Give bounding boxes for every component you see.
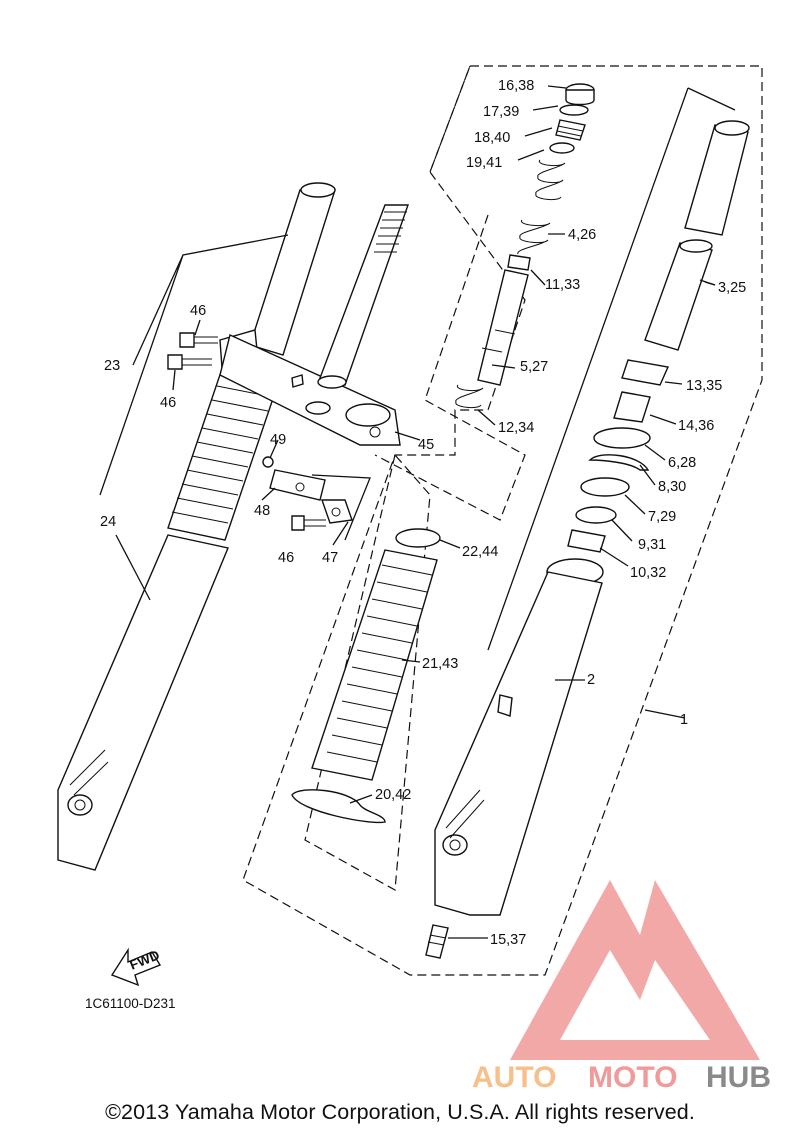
inner-tube-3 xyxy=(644,120,750,351)
label-22-44: 22,44 xyxy=(462,544,498,560)
bolt-46-bracket xyxy=(291,515,326,531)
cap-assembly-outline xyxy=(374,65,526,521)
watermark-moto: MOTO xyxy=(588,1061,677,1094)
watermark-auto: AUTO xyxy=(472,1061,556,1094)
label-47: 47 xyxy=(322,550,338,566)
bushing-14 xyxy=(613,391,651,423)
label-10-32: 10,32 xyxy=(630,565,666,581)
watermark-hub: HUB xyxy=(706,1061,771,1094)
label-24: 24 xyxy=(100,514,116,530)
label-15-37: 15,37 xyxy=(490,932,526,948)
label-9-31: 9,31 xyxy=(638,537,666,553)
dust-seal-7 xyxy=(580,477,630,497)
boot-assembly-outline xyxy=(304,453,431,891)
label-49: 49 xyxy=(270,432,286,448)
oil-seal-6 xyxy=(593,427,651,449)
washer-9 xyxy=(575,506,617,524)
automotohub-watermark-text: AUTO MOTO HUB xyxy=(472,1061,771,1094)
label-48: 48 xyxy=(254,503,270,519)
spring-upper xyxy=(535,159,566,201)
label-46-bracket: 46 xyxy=(278,550,294,566)
cap-bolt-16 xyxy=(565,83,595,106)
plate-47 xyxy=(321,499,353,524)
bolt-46-lower xyxy=(167,354,212,370)
nut-49 xyxy=(262,456,274,468)
leader-23 xyxy=(99,234,289,496)
collar-11 xyxy=(507,254,531,271)
label-12-34: 12,34 xyxy=(498,420,534,436)
label-4-26: 4,26 xyxy=(568,227,596,243)
leader-24 xyxy=(115,534,151,601)
label-45: 45 xyxy=(418,437,434,453)
leader-1-edge xyxy=(487,87,716,651)
label-1: 1 xyxy=(680,712,688,728)
outer-tube-2 xyxy=(434,558,604,916)
cable-guide-48 xyxy=(269,469,326,501)
label-19-41: 19,41 xyxy=(466,155,502,171)
o-ring-19 xyxy=(549,142,575,154)
label-14-36: 14,36 xyxy=(678,418,714,434)
copyright-notice: ©2013 Yamaha Motor Corporation, U.S.A. A… xyxy=(105,1100,695,1124)
fork-boot-21 xyxy=(311,549,438,781)
fwd-arrow-icon: FWD xyxy=(110,947,162,987)
spring-4 xyxy=(517,219,551,255)
label-7-29: 7,29 xyxy=(648,509,676,525)
damper-rod-5 xyxy=(477,269,529,386)
label-21-43: 21,43 xyxy=(422,656,458,672)
label-11-33: 11,33 xyxy=(545,277,580,293)
under-bracket xyxy=(219,204,409,446)
spring-seat-18 xyxy=(555,119,586,141)
drain-bolt-15 xyxy=(425,924,449,959)
label-23: 23 xyxy=(104,358,120,374)
label-8-30: 8,30 xyxy=(658,479,686,495)
diagram-code: 1C61100-D231 xyxy=(85,996,176,1011)
automotohub-watermark-logo xyxy=(510,880,760,1060)
clamp-20 xyxy=(291,789,386,824)
label-5-27: 5,27 xyxy=(520,359,548,375)
spring-12 xyxy=(455,384,484,409)
circlip-8 xyxy=(588,454,650,471)
circlip-17 xyxy=(559,104,589,116)
label-17-39: 17,39 xyxy=(483,104,519,120)
label-16-38: 16,38 xyxy=(498,78,534,94)
label-3-25: 3,25 xyxy=(718,280,746,296)
label-20-42: 20,42 xyxy=(375,787,411,803)
bushing-13 xyxy=(621,359,670,386)
bolt-46-upper xyxy=(179,332,218,348)
label-13-35: 13,35 xyxy=(686,378,722,394)
clamp-22 xyxy=(395,528,441,548)
label-6-28: 6,28 xyxy=(668,455,696,471)
label-18-40: 18,40 xyxy=(474,130,510,146)
label-2: 2 xyxy=(587,672,595,688)
label-46-upper: 46 xyxy=(190,303,206,319)
leader-45 xyxy=(394,431,421,441)
bushing-10 xyxy=(567,529,606,553)
label-46-lower: 46 xyxy=(160,395,176,411)
